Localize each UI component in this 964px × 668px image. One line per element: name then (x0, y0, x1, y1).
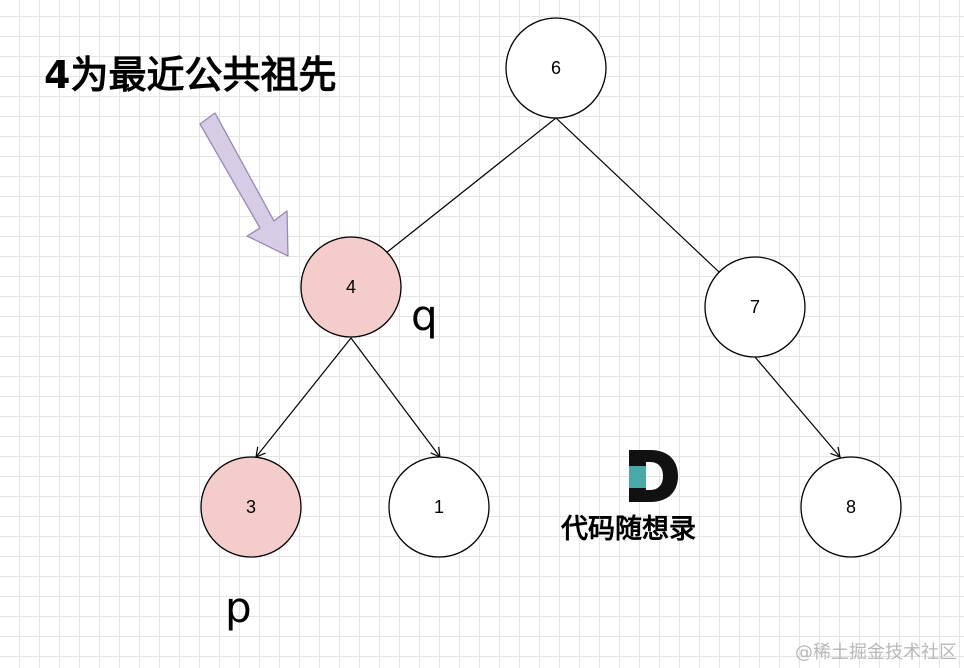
D-logo-icon (629, 450, 678, 502)
node-label: 1 (434, 497, 444, 517)
watermark-text: @稀土掘金技术社区 (795, 642, 957, 663)
annotation-text: 4为最近公共祖先 (44, 53, 336, 97)
p-label: p (225, 583, 252, 632)
tree-node-1: 1 (388, 456, 490, 558)
edge-4-3 (255, 337, 352, 458)
node-label: 7 (750, 297, 760, 317)
tree-node-8: 8 (800, 456, 902, 558)
tree-node-4: 4 (300, 236, 402, 338)
tree-node-7: 7 (704, 256, 806, 358)
pointer-arrow-icon (199, 112, 289, 257)
logo: 代码随想录 (560, 450, 696, 545)
node-label: 8 (846, 497, 856, 517)
q-label: q (411, 291, 438, 340)
node-label: 4 (346, 277, 356, 297)
logo-text: 代码随想录 (560, 514, 696, 545)
tree-node-6: 6 (505, 17, 607, 119)
tree-node-3: 3 (200, 456, 302, 558)
edge-6-4 (385, 117, 557, 254)
node-label: 6 (551, 58, 561, 78)
edge-6-7 (555, 117, 720, 273)
node-label: 3 (246, 497, 256, 517)
edge-4-1 (350, 337, 441, 458)
edge-7-8 (754, 356, 841, 458)
